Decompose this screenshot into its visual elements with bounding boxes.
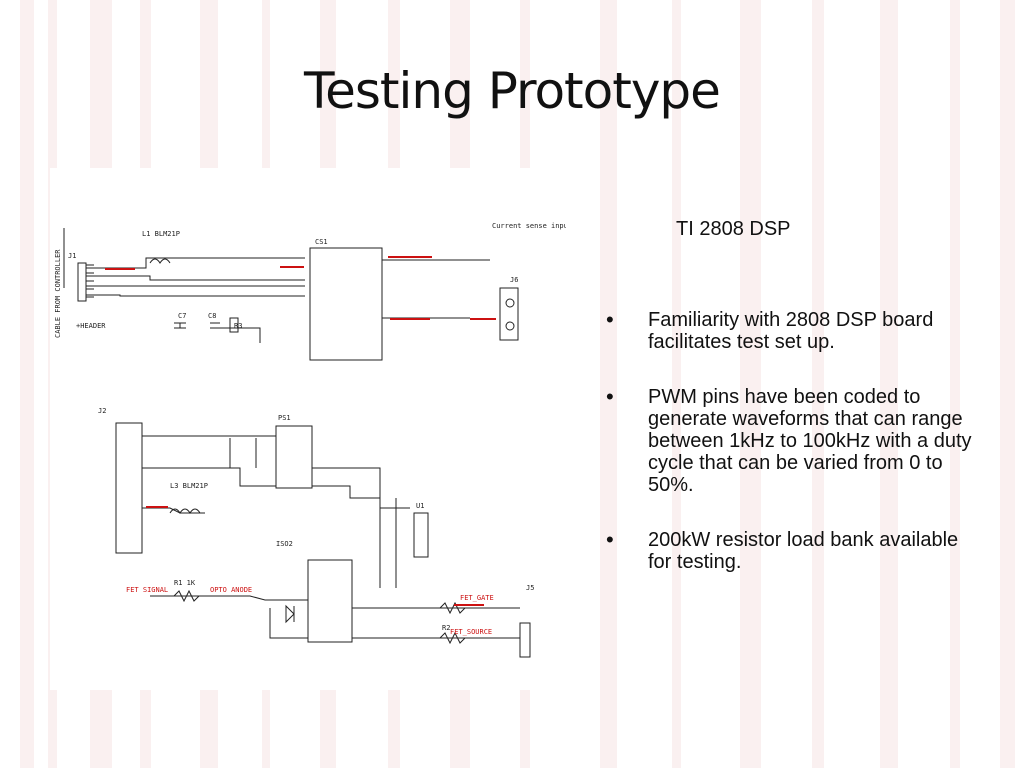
bullet-dot-icon: • xyxy=(606,527,614,552)
cs1-label: CS1 xyxy=(315,238,328,246)
r2-label: R2 xyxy=(442,624,450,632)
j1-connector xyxy=(77,262,87,302)
j1-label: J1 xyxy=(68,252,76,260)
current-sense-label: Current sense inputs xyxy=(492,222,566,230)
j6-connector xyxy=(499,287,519,341)
r2-resistor xyxy=(439,631,466,645)
l3-inductor xyxy=(169,508,201,514)
j5-connector xyxy=(519,622,531,658)
ps1-block xyxy=(275,425,313,489)
bullet-text: Familiarity with 2808 DSP board facilita… xyxy=(648,309,934,353)
fet-gate-label: FET_GATE xyxy=(460,594,494,602)
opto-anode-label: OPTO ANODE xyxy=(210,586,252,594)
u1-label: U1 xyxy=(416,502,424,510)
l1-label: L1 BLM21P xyxy=(142,230,180,238)
j2-label: J2 xyxy=(98,407,106,415)
r3-label: R3 xyxy=(234,322,242,330)
r-gate-resistor xyxy=(439,601,466,615)
c7-label: C7 xyxy=(178,312,186,320)
fet-source-label: FET_SOURCE xyxy=(450,628,492,636)
led-diode xyxy=(285,604,295,624)
fet-signal-label: FET SIGNAL xyxy=(126,586,168,594)
c8-label: C8 xyxy=(208,312,216,320)
r3-resistor xyxy=(229,317,239,333)
j2-connector xyxy=(115,422,143,554)
iso2-block xyxy=(307,559,353,643)
slide-title: Testing Prototype xyxy=(304,62,721,120)
u1-block xyxy=(413,512,429,558)
bullet-text: PWM pins have been coded to generate wav… xyxy=(648,386,972,496)
schematic-drawing: J1 J2 J5 J6 CS1 PS1 ISO2 L1 BLM21P L3 BL… xyxy=(54,222,566,658)
subtitle: TI 2808 DSP xyxy=(676,218,791,240)
header-label: +HEADER xyxy=(76,322,106,330)
bullet-item: • 200kW resistor load bank available for … xyxy=(606,527,986,574)
bullet-list: • Familiarity with 2808 DSP board facilit… xyxy=(606,309,986,606)
l3-label: L3 BLM21P xyxy=(170,482,208,490)
j6-label: J6 xyxy=(510,276,518,284)
iso2-label: ISO2 xyxy=(276,540,293,548)
r1-resistor xyxy=(173,589,200,603)
ps1-label: PS1 xyxy=(278,414,291,422)
l1-inductor xyxy=(149,258,171,264)
cable-from-controller-label: CABLE FROM CONTROLLER xyxy=(54,249,62,338)
bullet-dot-icon: • xyxy=(606,307,614,332)
r1-label: R1 1K xyxy=(174,579,196,587)
bullet-item: • Familiarity with 2808 DSP board facilit… xyxy=(606,307,986,354)
cs1-block xyxy=(309,247,383,361)
j5-label: J5 xyxy=(526,584,534,592)
bullet-item: • PWM pins have been coded to generate wa… xyxy=(606,384,986,497)
circuit-schematic: J1 J2 J5 J6 CS1 PS1 ISO2 L1 BLM21P L3 BL… xyxy=(50,168,566,690)
bullet-text: 200kW resistor load bank available for t… xyxy=(648,529,959,573)
bullet-dot-icon: • xyxy=(606,384,614,409)
